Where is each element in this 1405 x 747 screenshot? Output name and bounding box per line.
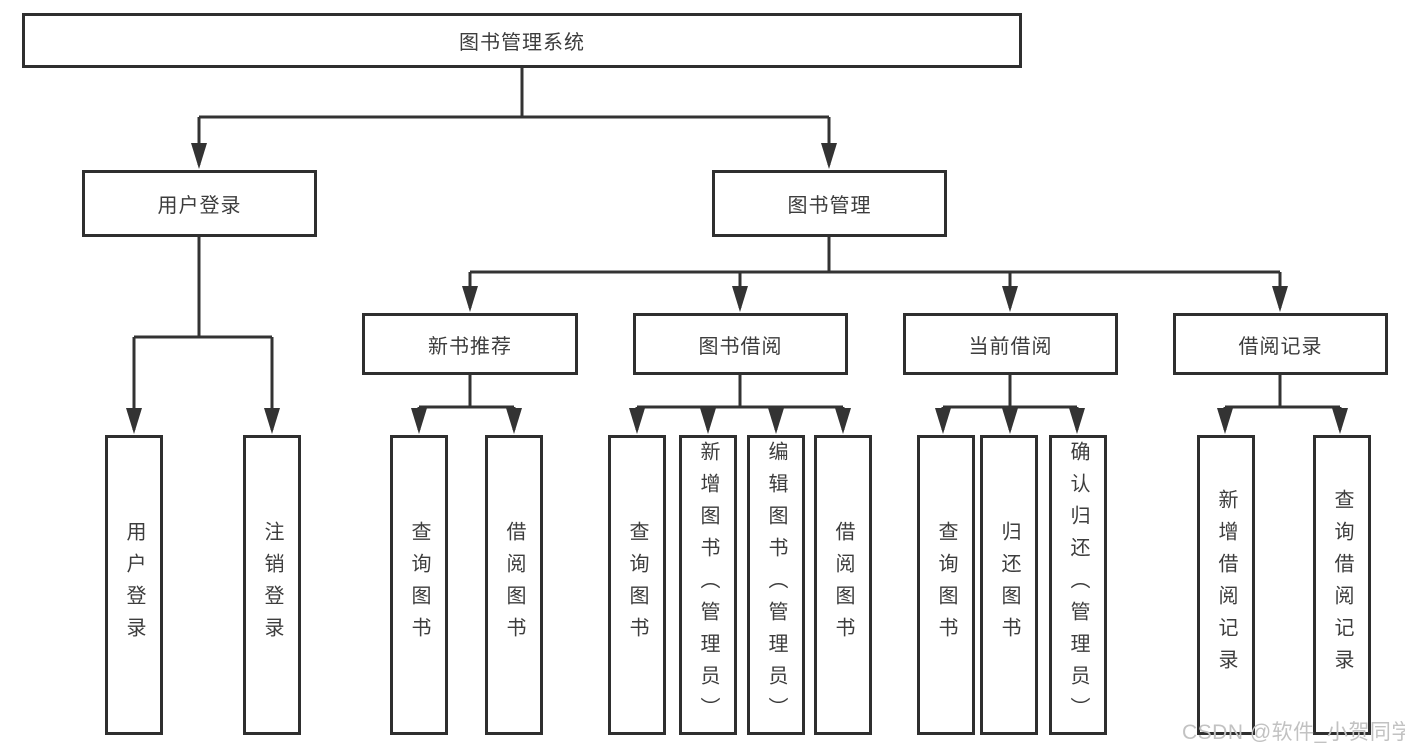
leaf-query-borrow-record: 查询借阅记录 bbox=[1313, 435, 1371, 735]
leaf-confirm-return-admin-label: 确认归还（管理员） bbox=[1067, 441, 1089, 729]
leaf-query-books-borrowing-label: 查询图书 bbox=[626, 521, 648, 649]
leaf-user-login: 用户登录 bbox=[105, 435, 163, 735]
leaf-add-borrow-record: 新增借阅记录 bbox=[1197, 435, 1255, 735]
leaf-borrow-books: 借阅图书 bbox=[814, 435, 872, 735]
node-borrowing-records: 借阅记录 bbox=[1173, 313, 1388, 375]
leaf-query-borrow-record-label: 查询借阅记录 bbox=[1331, 489, 1353, 681]
leaf-logout-label: 注销登录 bbox=[261, 521, 283, 649]
leaf-add-books-admin-label: 新增图书（管理员） bbox=[697, 441, 719, 729]
node-new-book-recommendation: 新书推荐 bbox=[362, 313, 578, 375]
leaf-borrow-books-label: 借阅图书 bbox=[832, 521, 854, 649]
leaf-confirm-return-admin: 确认归还（管理员） bbox=[1049, 435, 1107, 735]
leaf-borrow-books-recommend-label: 借阅图书 bbox=[503, 521, 525, 649]
leaf-edit-books-admin-label: 编辑图书（管理员） bbox=[765, 441, 787, 729]
leaf-edit-books-admin: 编辑图书（管理员） bbox=[747, 435, 805, 735]
node-new-book-recommendation-label: 新书推荐 bbox=[428, 335, 512, 358]
node-book-borrowing-label: 图书借阅 bbox=[698, 335, 783, 358]
leaf-query-books-recommend-label: 查询图书 bbox=[408, 521, 430, 649]
node-user-login: 用户登录 bbox=[82, 170, 317, 237]
csdn-watermark: CSDN @软件_小贺同学 bbox=[1182, 721, 1405, 744]
leaf-borrow-books-recommend: 借阅图书 bbox=[485, 435, 543, 735]
leaf-return-books-label: 归还图书 bbox=[998, 521, 1020, 649]
leaf-user-login-label: 用户登录 bbox=[123, 521, 145, 649]
node-book-management-label: 图书管理 bbox=[787, 195, 872, 217]
leaf-add-borrow-record-label: 新增借阅记录 bbox=[1215, 489, 1237, 681]
leaf-add-books-admin: 新增图书（管理员） bbox=[679, 435, 737, 735]
node-library-management-system-label: 图书管理系统 bbox=[459, 32, 585, 54]
leaf-query-books-borrowing: 查询图书 bbox=[608, 435, 666, 735]
node-current-borrowing-label: 当前借阅 bbox=[968, 335, 1053, 358]
node-book-management: 图书管理 bbox=[712, 170, 947, 237]
node-borrowing-records-label: 借阅记录 bbox=[1238, 335, 1323, 358]
node-current-borrowing: 当前借阅 bbox=[903, 313, 1118, 375]
node-book-borrowing: 图书借阅 bbox=[633, 313, 848, 375]
leaf-query-books-current: 查询图书 bbox=[917, 435, 975, 735]
leaf-query-books-current-label: 查询图书 bbox=[935, 521, 957, 649]
leaf-query-books-recommend: 查询图书 bbox=[390, 435, 448, 735]
node-library-management-system: 图书管理系统 bbox=[22, 13, 1022, 68]
node-user-login-label: 用户登录 bbox=[157, 195, 242, 217]
leaf-logout: 注销登录 bbox=[243, 435, 301, 735]
leaf-return-books: 归还图书 bbox=[980, 435, 1038, 735]
